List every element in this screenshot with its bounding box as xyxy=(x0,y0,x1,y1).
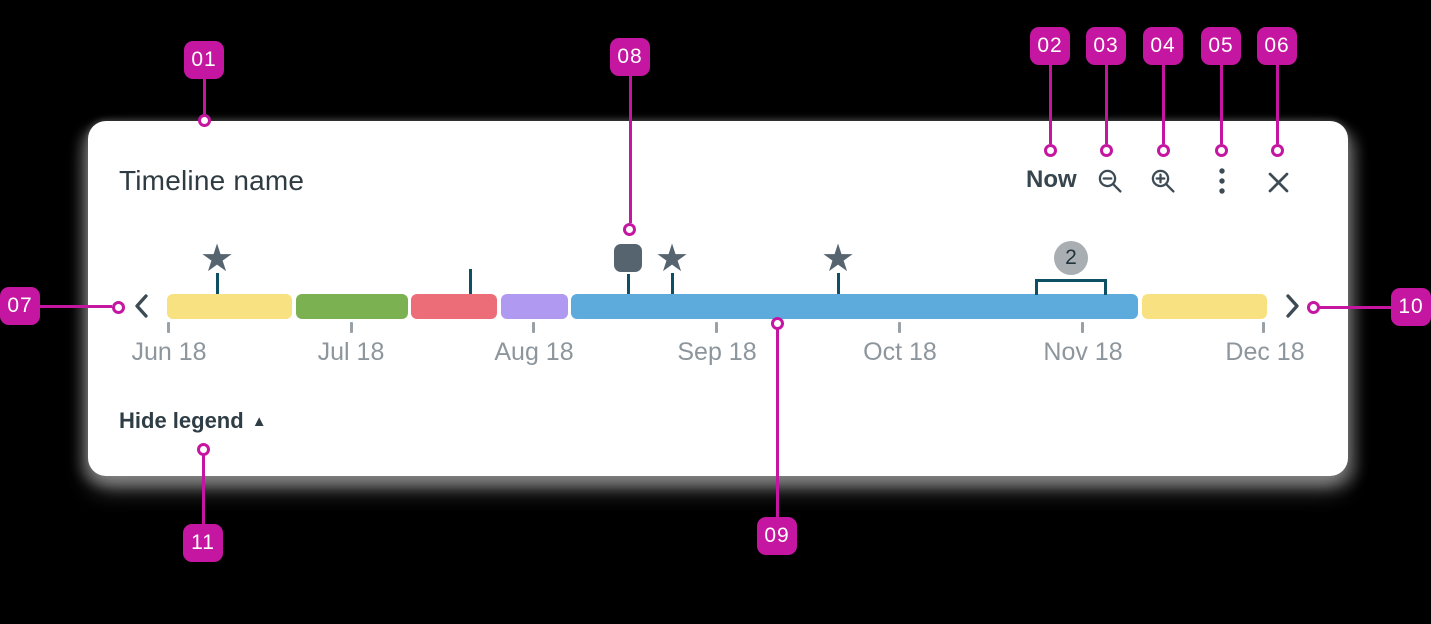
annotation-anchor-dot xyxy=(111,300,125,314)
annotation-anchor-dot xyxy=(1043,144,1057,157)
timeline-segment[interactable] xyxy=(411,294,497,319)
event-cluster-bracket xyxy=(1035,279,1107,295)
annotation-badge-06: 06 xyxy=(1257,27,1297,65)
annotation-connector xyxy=(1104,65,1108,144)
previous-button[interactable] xyxy=(124,289,158,323)
axis-label: Jul 18 xyxy=(317,338,385,366)
annotation-badge-05: 05 xyxy=(1201,27,1241,65)
annotation-badge-07: 07 xyxy=(0,287,40,325)
event-stem xyxy=(627,274,630,294)
axis-tick xyxy=(1261,322,1265,333)
close-button[interactable] xyxy=(1261,165,1295,199)
zoom-in-button[interactable] xyxy=(1146,164,1180,198)
chevron-right-icon xyxy=(1285,294,1299,318)
timeline-title: Timeline name xyxy=(119,165,305,196)
annotation-connector xyxy=(775,329,779,517)
annotation-connector xyxy=(40,304,112,308)
zoom-out-button[interactable] xyxy=(1093,164,1127,198)
axis-label: Dec 18 xyxy=(1225,338,1305,366)
axis-tick xyxy=(897,322,901,333)
star-event-icon[interactable]: ★ xyxy=(654,238,690,280)
hide-legend-label: Hide legend xyxy=(119,408,244,433)
annotation-anchor-dot xyxy=(196,442,210,456)
axis-label: Aug 18 xyxy=(494,338,574,366)
annotation-connector xyxy=(202,79,206,114)
annotation-connector xyxy=(1319,305,1391,309)
collapse-triangle-icon: ▲ xyxy=(251,413,267,430)
axis-tick xyxy=(166,322,170,333)
timeline-segment[interactable] xyxy=(296,294,408,319)
axis-label: Jun 18 xyxy=(131,338,207,366)
hide-legend-toggle[interactable]: Hide legend ▲ xyxy=(119,408,267,434)
axis-tick xyxy=(714,322,718,333)
annotation-connector xyxy=(201,455,205,524)
chevron-left-icon xyxy=(134,294,148,318)
event-stem xyxy=(836,273,840,294)
axis-label: Sep 18 xyxy=(677,338,757,366)
axis-label: Oct 18 xyxy=(863,338,937,366)
annotation-anchor-dot xyxy=(1270,144,1284,157)
annotation-anchor-dot xyxy=(1214,144,1228,157)
annotation-anchor-dot xyxy=(622,223,636,236)
star-event-icon[interactable]: ★ xyxy=(199,238,235,280)
annotation-badge-11: 11 xyxy=(183,524,223,562)
annotation-badge-04: 04 xyxy=(1143,27,1183,65)
star-event-icon[interactable]: ★ xyxy=(820,238,856,280)
axis-tick xyxy=(531,322,535,333)
annotation-anchor-dot xyxy=(197,114,211,127)
annotation-badge-03: 03 xyxy=(1086,27,1126,65)
event-line-marker[interactable] xyxy=(468,269,472,294)
close-icon xyxy=(1268,172,1288,192)
annotation-connector xyxy=(1048,65,1052,144)
annotation-badge-02: 02 xyxy=(1030,27,1070,65)
annotation-connector xyxy=(1219,65,1223,144)
annotation-anchor-dot xyxy=(1306,300,1320,314)
zoom-in-icon xyxy=(1151,169,1175,193)
event-cluster-badge[interactable]: 2 xyxy=(1054,241,1088,275)
annotation-anchor-dot xyxy=(770,316,784,330)
annotation-badge-08: 08 xyxy=(610,38,650,76)
event-stem xyxy=(215,273,219,294)
annotation-anchor-dot xyxy=(1156,144,1170,157)
timeline-card: Timeline name Now xyxy=(88,121,1348,476)
annotation-anchor-dot xyxy=(1099,144,1113,157)
timeline-segment[interactable] xyxy=(501,294,568,319)
annotation-connector xyxy=(1161,65,1165,144)
now-button[interactable]: Now xyxy=(1026,166,1077,193)
zoom-out-icon xyxy=(1098,169,1122,193)
timeline-segment[interactable] xyxy=(571,294,1138,319)
annotation-badge-10: 10 xyxy=(1391,288,1431,326)
annotation-connector xyxy=(1275,65,1279,144)
annotation-badge-09: 09 xyxy=(757,517,797,555)
annotation-badge-01: 01 xyxy=(184,41,224,79)
square-event-icon[interactable] xyxy=(614,244,642,272)
axis-tick xyxy=(349,322,353,333)
axis-tick xyxy=(1080,322,1084,333)
overflow-menu-button[interactable] xyxy=(1205,164,1239,198)
next-button[interactable] xyxy=(1275,289,1309,323)
annotation-connector xyxy=(628,76,632,223)
kebab-menu-icon xyxy=(1219,168,1225,194)
timeline-segment[interactable] xyxy=(167,294,292,319)
timeline-segment[interactable] xyxy=(1142,294,1267,319)
event-stem xyxy=(670,273,674,294)
axis-label: Nov 18 xyxy=(1043,338,1123,366)
